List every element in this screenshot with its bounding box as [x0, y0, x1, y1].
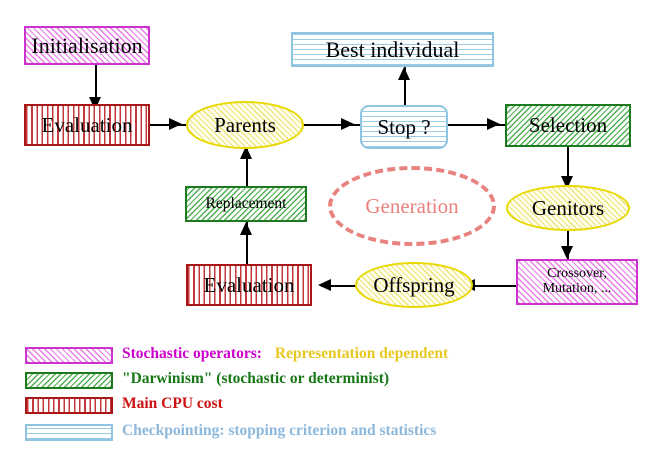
legend-label-main-cpu-cost: Main CPU cost: [122, 395, 223, 412]
node-crossover-label-line1: Crossover,: [547, 266, 607, 282]
node-evaluation-bottom-label: Evaluation: [203, 272, 295, 297]
edge-crossover-to-offspring: [466, 285, 516, 287]
node-evaluation-top-label: Evaluation: [41, 112, 133, 137]
legend-swatch-stochastic-operators: [25, 347, 113, 364]
node-parents[interactable]: Parents: [186, 101, 304, 149]
node-selection-label: Selection: [528, 113, 608, 138]
node-generation-boundary: Generation: [328, 166, 496, 246]
arrowhead-left-evaluation-bottom: [318, 279, 331, 291]
arrowhead-down-crossover: [561, 246, 573, 259]
legend-label-darwinism: "Darwinism" (stochastic or determinist): [122, 370, 390, 387]
node-selection[interactable]: Selection: [505, 104, 631, 147]
node-genitors[interactable]: Genitors: [506, 185, 630, 231]
edge-parents-to-stop: [303, 124, 360, 126]
node-best-individual[interactable]: Best individual: [291, 32, 494, 67]
node-best-individual-label: Best individual: [325, 36, 460, 62]
edge-genitors-to-crossover: [567, 224, 569, 260]
node-genitors-label: Genitors: [531, 195, 605, 220]
node-crossover-label-line2: Mutation, ...: [542, 281, 612, 296]
legend-label-stochastic-operators: Stochastic operators:: [122, 345, 262, 362]
legend-row-stochastic-operators: Stochastic operators: Representation depe…: [122, 345, 448, 363]
node-initialisation[interactable]: Initialisation: [24, 26, 150, 65]
node-replacement-label: Replacement: [205, 194, 287, 212]
node-stop[interactable]: Stop ?: [360, 105, 448, 149]
arrowhead-right-selection: [487, 118, 500, 130]
edge-selection-to-genitors: [567, 147, 569, 187]
arrowhead-right-stop: [341, 118, 354, 130]
legend-swatch-main-cpu-cost: [25, 397, 113, 414]
node-evaluation-bottom[interactable]: Evaluation: [186, 264, 312, 306]
legend-label-representation-dependent: Representation dependent: [274, 345, 449, 362]
edge-initialisation-to-evaluation: [95, 64, 97, 104]
node-stop-label: Stop ?: [377, 114, 431, 139]
legend-swatch-darwinism: [25, 372, 113, 389]
arrowhead-up-best-individual: [398, 67, 410, 80]
edge-replacement-to-parents: [246, 146, 248, 187]
node-generation-label: Generation: [365, 193, 459, 218]
edge-evaluation-to-replacement: [246, 222, 248, 264]
arrowhead-up-parents: [240, 146, 252, 159]
node-offspring-label: Offspring: [373, 272, 455, 297]
node-initialisation-label: Initialisation: [31, 32, 143, 58]
node-evaluation-top[interactable]: Evaluation: [24, 104, 150, 146]
arrowhead-up-replacement: [240, 222, 252, 235]
legend-swatch-checkpointing: [25, 424, 113, 441]
edge-offspring-to-evaluation: [321, 285, 369, 287]
legend-label-checkpointing: Checkpointing: stopping criterion and st…: [122, 422, 437, 439]
node-replacement[interactable]: Replacement: [185, 186, 307, 222]
node-parents-label: Parents: [214, 112, 276, 137]
arrowhead-right-parents: [169, 118, 182, 130]
edge-stop-to-best-individual: [404, 67, 406, 107]
node-crossover-mutation[interactable]: Crossover, Mutation, ...: [516, 259, 638, 305]
edge-stop-to-selection: [447, 124, 505, 126]
node-offspring[interactable]: Offspring: [355, 262, 473, 308]
